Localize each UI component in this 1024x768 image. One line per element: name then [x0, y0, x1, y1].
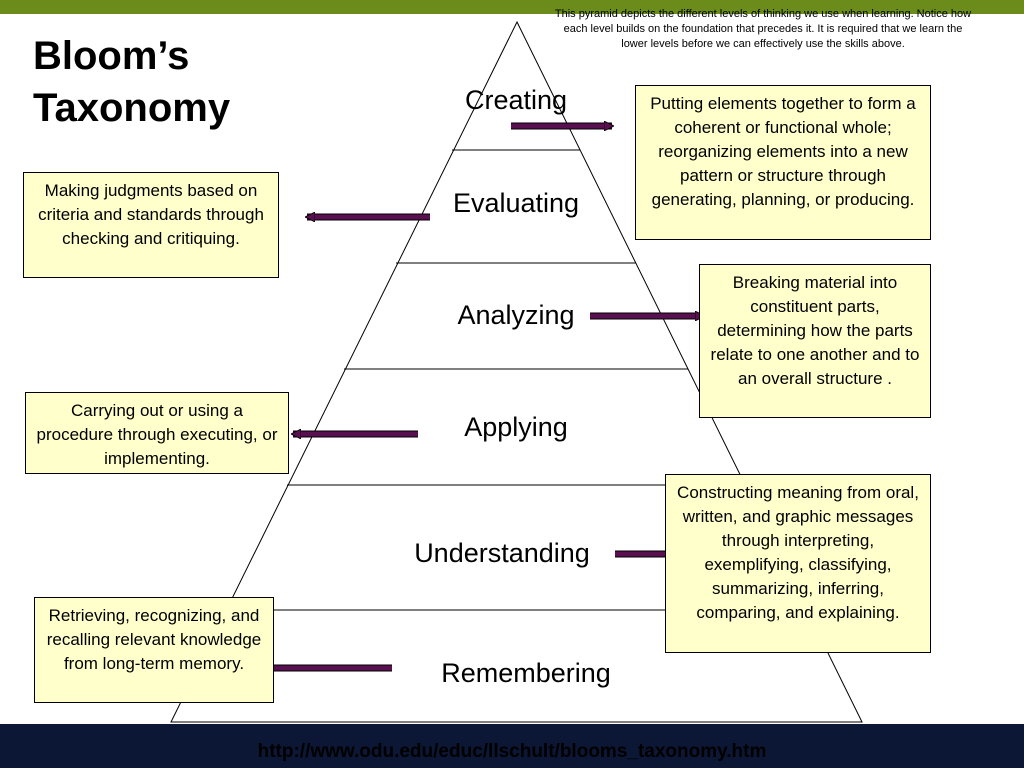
source-url[interactable]: http://www.odu.edu/educ/llschult/blooms_…: [257, 741, 767, 762]
pyramid-note: This pyramid depicts the different level…: [554, 8, 972, 50]
level-label-evaluating: Evaluating: [452, 188, 580, 218]
description-box-evaluating: Making judgments based on criteria and s…: [23, 172, 279, 278]
level-label-remembering: Remembering: [441, 658, 611, 688]
level-label-analyzing: Analyzing: [457, 300, 575, 330]
description-box-creating: Putting elements together to form a cohe…: [635, 85, 931, 240]
title-line-2: Taxonomy: [33, 86, 231, 130]
top-accent-bar: [0, 0, 1024, 14]
description-box-remembering: Retrieving, recognizing, and recalling r…: [34, 597, 274, 703]
description-box-analyzing: Breaking material into constituent parts…: [699, 264, 931, 418]
footer-bar: http://www.odu.edu/educ/llschult/blooms_…: [0, 724, 1024, 768]
title-line-1: Bloom’s: [33, 34, 190, 78]
level-label-understanding: Understanding: [414, 538, 590, 568]
page-title: Bloom’s Taxonomy: [33, 30, 230, 134]
level-label-creating: Creating: [464, 85, 568, 115]
level-label-applying: Applying: [464, 412, 568, 442]
description-box-understanding: Constructing meaning from oral, written,…: [665, 474, 931, 653]
description-box-applying: Carrying out or using a procedure throug…: [25, 392, 289, 474]
